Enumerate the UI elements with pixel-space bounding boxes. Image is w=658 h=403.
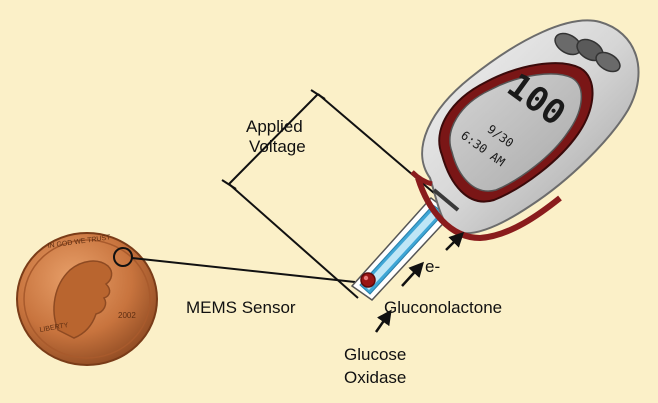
gluconolactone-label: Gluconolactone (384, 298, 503, 317)
applied-voltage-label-line1: Applied (246, 117, 303, 136)
penny-liberty: LIBERTY (39, 322, 69, 334)
meter-screen (449, 73, 583, 192)
size-comparison-line (131, 257, 356, 283)
glucose-oxidase-label-line2: Oxidase (344, 368, 407, 387)
penny: LIBERTY 2002 IN GOD WE TRUST (16, 232, 158, 366)
lincoln-profile (53, 260, 113, 339)
blood-drop (360, 272, 376, 288)
electron-arrow-upper (445, 231, 465, 251)
penny-year: 2002 (118, 311, 136, 320)
mems-sensor-label: MEMS Sensor (186, 298, 296, 317)
glucose-oxidase-label-line1: Glucose (344, 345, 407, 364)
electron-arrow-lower (401, 261, 425, 287)
glucose-meter: 100 9/30 6:30 AM (410, 19, 640, 242)
applied-voltage-label-line2: Voltage (249, 137, 306, 156)
sensor-size-highlight (113, 247, 133, 267)
electron-label: e- (425, 257, 441, 276)
meter-button-right (595, 51, 621, 73)
glucose-arrow (374, 309, 392, 333)
